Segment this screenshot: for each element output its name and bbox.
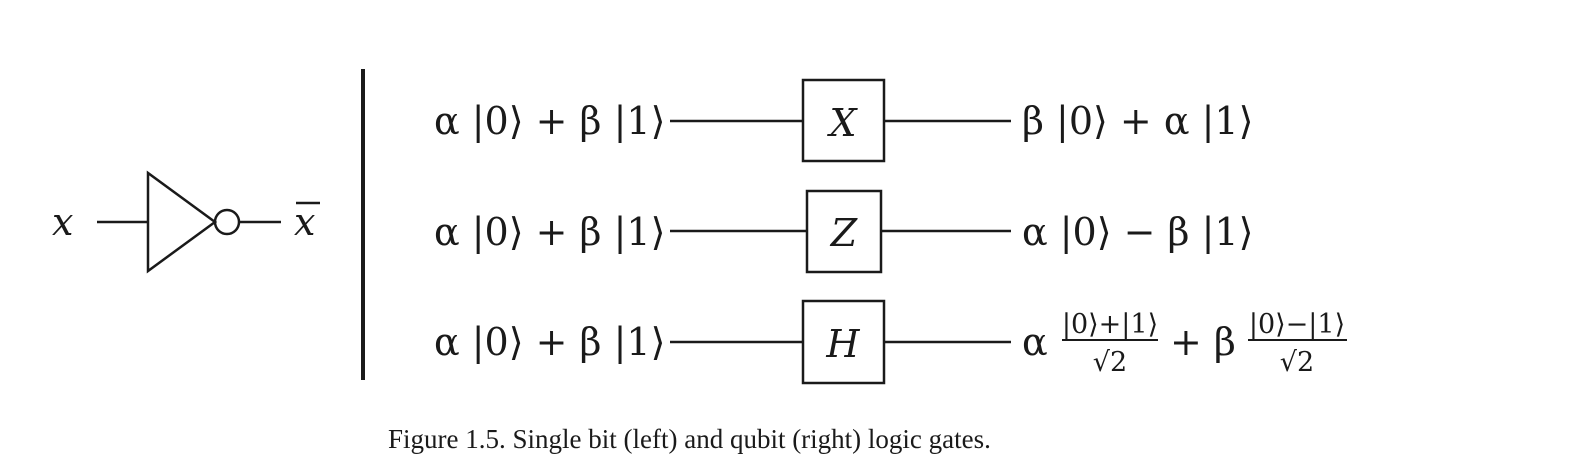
h-output-frac1-denominator: √2 (1093, 347, 1127, 378)
z-gate-input-state: α |0⟩ + β |1⟩ (434, 210, 665, 254)
x-gate-row: α |0⟩ + β |1⟩ X β |0⟩ + α |1⟩ (434, 78, 1253, 163)
z-gate-label: Z (830, 211, 858, 255)
figure-caption: Figure 1.5. Single bit (left) and qubit … (388, 424, 991, 454)
h-gate-label: H (825, 322, 860, 366)
h-output-alpha: α (1022, 320, 1048, 364)
x-gate-input-state: α |0⟩ + β |1⟩ (434, 99, 665, 143)
not-gate-output-label: x (294, 200, 315, 244)
h-gate-row: α |0⟩ + β |1⟩ H α |0⟩+|1⟩ √2 + β |0⟩−|1⟩… (434, 299, 1347, 385)
z-gate-output-state: α |0⟩ − β |1⟩ (1022, 210, 1253, 254)
h-output-plus-beta: + β (1170, 320, 1236, 364)
x-gate-output-state: β |0⟩ + α |1⟩ (1022, 99, 1253, 143)
h-output-frac2-numerator: |0⟩−|1⟩ (1249, 309, 1345, 340)
h-output-frac1-numerator: |0⟩+|1⟩ (1062, 309, 1158, 340)
h-gate-input-state: α |0⟩ + β |1⟩ (434, 320, 665, 364)
not-gate-diagram: x x (52, 170, 320, 274)
not-gate-triangle (146, 170, 218, 274)
h-output-frac2-denominator: √2 (1280, 347, 1314, 378)
z-gate-row: α |0⟩ + β |1⟩ Z α |0⟩ − β |1⟩ (434, 189, 1253, 274)
h-gate-output-state: α |0⟩+|1⟩ √2 + β |0⟩−|1⟩ √2 (1022, 309, 1347, 378)
not-gate-input-label: x (52, 200, 73, 244)
x-gate-label: X (826, 101, 858, 145)
not-gate-bubble (213, 208, 241, 236)
